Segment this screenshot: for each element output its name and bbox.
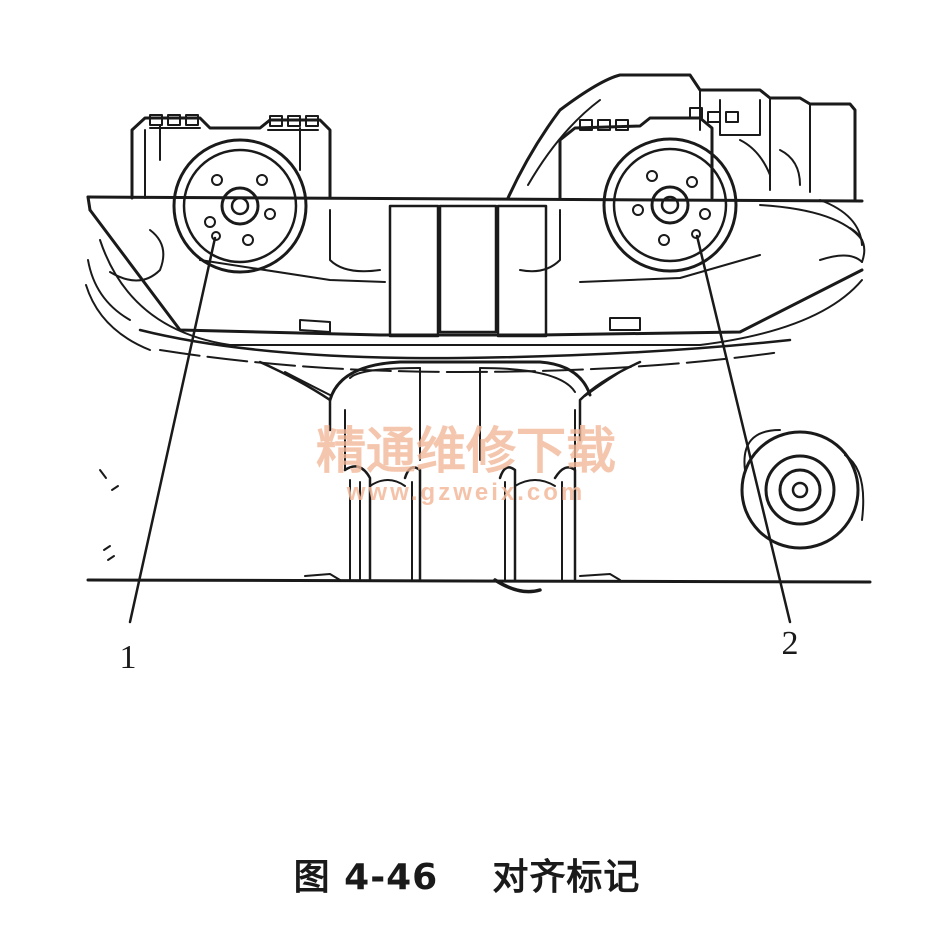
leader-line-1 — [128, 236, 217, 624]
leader-line-2 — [695, 234, 792, 624]
watermark-text: 精通维修下载 — [316, 422, 616, 480]
left-cam-housing — [109, 114, 332, 282]
sketch-marks — [99, 469, 119, 561]
cylinder-head-drawing: 1 2 精通维修下载 www.gzweix.com — [85, 73, 872, 676]
figure-caption: 图 4-46 对齐标记 — [0, 848, 934, 900]
figure-title: 对齐标记 — [492, 857, 641, 898]
figure-number: 图 4-46 — [293, 857, 439, 898]
left-cam-sprocket — [172, 138, 308, 274]
callout-label-1: 1 — [120, 639, 137, 676]
watermark-url: www.gzweix.com — [346, 479, 586, 506]
callout-label-2: 2 — [782, 625, 799, 662]
cylinder-head-body — [85, 195, 866, 373]
lower-block — [86, 360, 872, 594]
right-cam-sprocket — [602, 137, 738, 273]
alignment-mark-2 — [691, 229, 701, 239]
crank-pulley — [740, 429, 865, 550]
right-cam-housing — [506, 73, 863, 246]
alignment-mark-1 — [211, 231, 221, 241]
